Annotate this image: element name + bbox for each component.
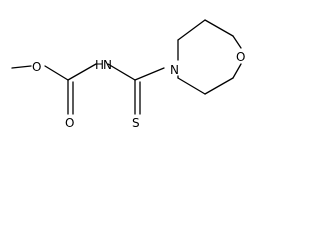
carbonyl-oxygen-label: O xyxy=(65,116,74,130)
bond-methyl-ester-oxygen xyxy=(11,65,32,69)
bond-carbonyl-carbon-nh xyxy=(67,63,97,81)
amide-hydrogen-label: H xyxy=(95,58,104,72)
bond-ring-upper-right xyxy=(204,19,234,37)
bond-thiocarbon-ring-nitrogen xyxy=(134,67,165,81)
thione-sulfur-label: S xyxy=(132,116,140,130)
bond-ring-upper-left xyxy=(177,19,206,41)
ring-oxygen-label: O xyxy=(236,50,245,64)
bond-ring-lower-right xyxy=(204,77,234,95)
bond-ring-right-o xyxy=(232,35,242,49)
ring-nitrogen-label: N xyxy=(170,63,179,77)
bond-ring-o-lower xyxy=(232,63,242,79)
bond-ester-oxygen-carbonyl-carbon xyxy=(44,65,69,81)
bond-ring-lower-left xyxy=(177,77,206,95)
ester-oxygen-label: O xyxy=(32,60,41,74)
structure-diagram: O O H N S N O xyxy=(11,19,245,130)
amide-nitrogen-label: N xyxy=(103,58,112,72)
bond-nh-thiocarbon xyxy=(107,63,136,81)
